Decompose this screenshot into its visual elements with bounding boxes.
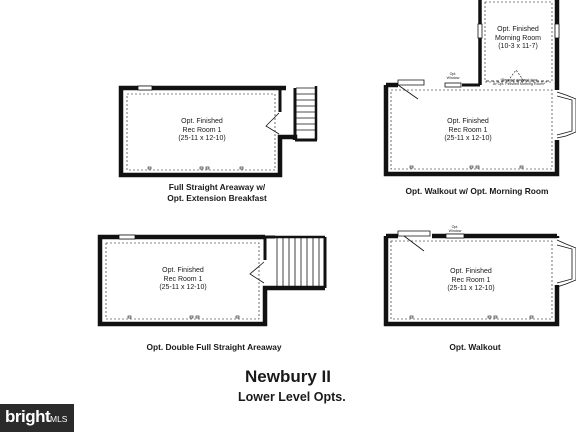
plan1-right-walls bbox=[278, 88, 317, 142]
plan2-caption: Opt. Walkout w/ Opt. Morning Room bbox=[382, 186, 572, 197]
plan2-window-label-line1: Opt. bbox=[449, 72, 457, 76]
plan3-room-name: Opt. Finished bbox=[162, 267, 204, 274]
plan4-opt-window bbox=[445, 233, 465, 239]
plan4-walkout-door bbox=[397, 230, 431, 252]
plan4-room-name-2: Rec Room 1 bbox=[451, 276, 491, 284]
plan4-caption-line1: Opt. Walkout bbox=[449, 342, 501, 352]
watermark-brand: bright bbox=[5, 407, 51, 426]
plan-double-areaway bbox=[97, 234, 327, 327]
plan-full-straight-areaway bbox=[118, 85, 318, 178]
plan2-inner-outline bbox=[390, 89, 553, 170]
plan1-window bbox=[137, 85, 153, 91]
plan3-door-swing bbox=[249, 261, 265, 284]
plan2-morning-inner bbox=[484, 1, 553, 83]
plan1-caption-line1: Full Straight Areaway w/ bbox=[168, 182, 266, 192]
plan3-room-name-2: Rec Room 1 bbox=[163, 275, 203, 283]
plan2-morning-room-dims: (10-3 x 11-7) bbox=[498, 43, 538, 50]
plan2-outlets bbox=[409, 165, 524, 169]
plan3-caption: Opt. Double Full Straight Areaway bbox=[124, 342, 304, 353]
plan4-room-dims: (25-11 x 12-10) bbox=[447, 285, 495, 292]
plan2-room-name-2: Rec Room 1 bbox=[448, 126, 488, 134]
plan4-window-label-line1: Opt. bbox=[451, 225, 459, 229]
plan2-morning-room-name-2: Morning Room bbox=[495, 34, 541, 42]
plan2-removable-door bbox=[507, 69, 525, 82]
plan4-bay-window bbox=[556, 239, 576, 288]
plan3-inner-outline bbox=[105, 242, 260, 320]
plan2-morning-room-name: Opt. Finished bbox=[497, 26, 539, 33]
plan3-room-dims: (25-11 x 12-10) bbox=[159, 284, 207, 291]
plan2-wall-note-line2: w/ Opt. Finished Morning Room* bbox=[493, 82, 545, 87]
plan4-room-name: Opt. Finished bbox=[450, 268, 492, 275]
plan1-room-name: Opt. Finished bbox=[181, 118, 223, 125]
plan4-room-label: Opt. Finished Rec Room 1 (25-11 x 12-10) bbox=[441, 268, 501, 294]
plan1-room-name-2: Rec Room 1 bbox=[182, 126, 222, 134]
plan2-window-label-line2: Window bbox=[446, 76, 460, 81]
plan2-morning-walls bbox=[478, 0, 559, 90]
plan4-caption: Opt. Walkout bbox=[430, 342, 520, 353]
plan4-window-label-line2: Window bbox=[448, 229, 462, 234]
brightmls-watermark: bright MLS bbox=[0, 404, 74, 432]
plan2-walkout-door bbox=[397, 79, 425, 100]
plan2-morning-window-right bbox=[554, 23, 560, 39]
plan4-window-label: Opt. Window bbox=[445, 225, 465, 233]
plan1-outlets bbox=[147, 166, 244, 170]
plan2-room-dims: (25-11 x 12-10) bbox=[444, 135, 492, 142]
plan-walkout-morning-room bbox=[383, 0, 576, 177]
plan4-outlets bbox=[409, 315, 534, 319]
plan3-window bbox=[118, 234, 136, 240]
watermark-suffix: MLS bbox=[50, 414, 68, 424]
plan1-stairs bbox=[296, 86, 318, 140]
sheet-title: Newbury II bbox=[245, 367, 331, 386]
plan4-inner-outline bbox=[390, 240, 553, 320]
plan1-caption: Full Straight Areaway w/ Opt. Extension … bbox=[137, 182, 297, 204]
plan1-door-swing bbox=[265, 112, 280, 135]
plan2-room-label: Opt. Finished Rec Room 1 (25-11 x 12-10) bbox=[438, 118, 498, 144]
plan-walkout bbox=[383, 230, 576, 327]
plan3-right-walls bbox=[262, 235, 327, 288]
plan2-morning-room-label: Opt. Finished Morning Room (10-3 x 11-7) bbox=[482, 26, 554, 52]
plan1-room-dims: (25-11 x 12-10) bbox=[178, 135, 226, 142]
sheet-subtitle: Lower Level Opts. bbox=[238, 390, 346, 404]
plan2-opt-window bbox=[444, 82, 462, 88]
plan1-caption-line2: Opt. Extension Breakfast bbox=[167, 193, 267, 203]
plan1-room-label: Opt. Finished Rec Room 1 (25-11 x 12-10) bbox=[172, 118, 232, 144]
plan2-bay-window bbox=[556, 91, 576, 139]
plan2-wall-note: *Remove wall and door w/ Opt. Finished M… bbox=[486, 78, 552, 86]
plan3-stairs bbox=[275, 235, 325, 286]
plan3-outlets bbox=[127, 315, 240, 319]
plan2-window-label: Opt. Window bbox=[443, 72, 463, 80]
plan2-wall-note-line1: *Remove wall and door bbox=[500, 78, 538, 82]
plan2-caption-line1: Opt. Walkout w/ Opt. Morning Room bbox=[405, 186, 549, 196]
plan2-morning-window-left bbox=[477, 23, 483, 39]
plan2-room-name: Opt. Finished bbox=[447, 118, 489, 125]
plan3-room-label: Opt. Finished Rec Room 1 (25-11 x 12-10) bbox=[153, 267, 213, 293]
plan3-caption-line1: Opt. Double Full Straight Areaway bbox=[146, 342, 282, 352]
